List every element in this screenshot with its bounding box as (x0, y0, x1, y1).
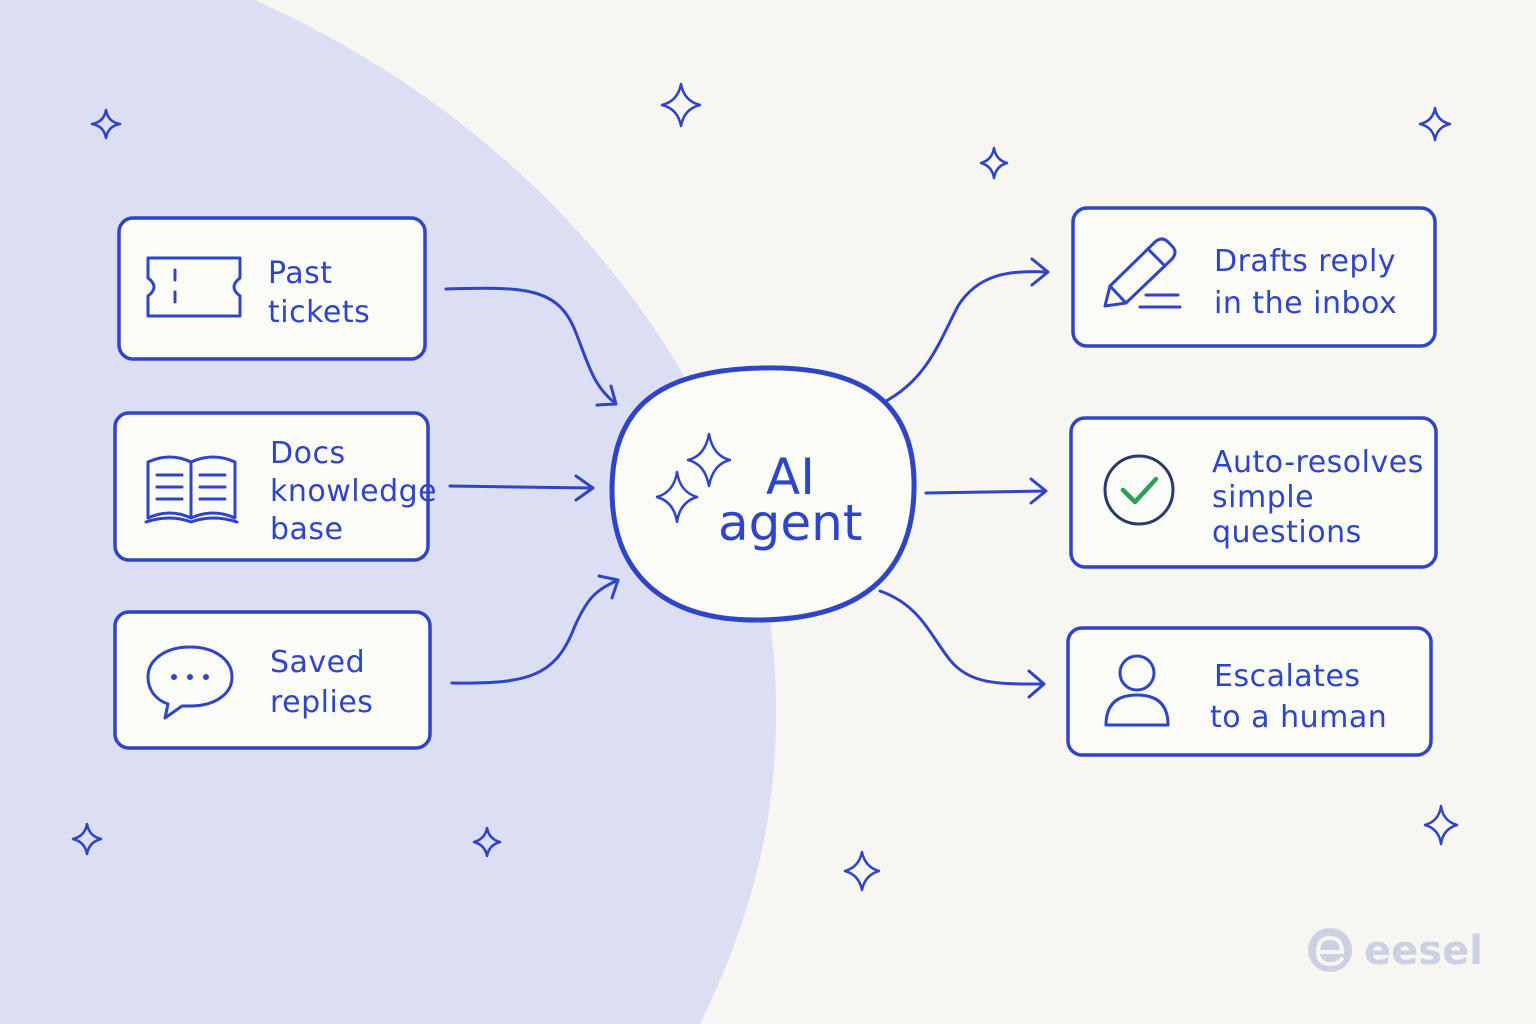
output-label-line: Escalates (1214, 659, 1361, 694)
ticket-icon (146, 256, 242, 318)
input-card (113, 411, 430, 562)
brand-watermark: eesel (1308, 928, 1483, 974)
input-label-line: tickets (268, 295, 370, 330)
eesel-logo-icon (1308, 928, 1352, 972)
arrowhead (574, 474, 595, 502)
arrowhead (1029, 477, 1048, 505)
arrowhead (1030, 257, 1050, 287)
sparkle-icon (472, 826, 502, 858)
book-icon (144, 455, 239, 524)
arrow-saved-replies-to-agent (450, 578, 620, 685)
output-label-line: Drafts reply (1214, 244, 1396, 279)
sparkle-icon (71, 822, 103, 856)
center-ai-agent: AI agent (609, 365, 917, 623)
check-circle-icon (1103, 454, 1175, 526)
center-node (609, 365, 917, 623)
input-card (113, 610, 432, 750)
sparkle-icon (660, 82, 702, 128)
center-label-line: agent (718, 494, 862, 552)
center-label-line: AI (766, 448, 815, 506)
arrow-agent-to-escalates (878, 589, 1045, 686)
input-label-line: replies (270, 685, 373, 720)
input-label-line: Saved (270, 645, 365, 680)
input-label-line: knowledge (270, 474, 437, 509)
arrowhead (1027, 669, 1046, 699)
output-drafts-reply: Drafts reply in the inbox (1071, 206, 1437, 348)
output-label-line: in the inbox (1214, 286, 1397, 321)
arrow-past-tickets-to-agent (444, 286, 617, 405)
sparkle-icon (1418, 106, 1452, 142)
arrowhead (595, 384, 618, 407)
sparkle-icon (979, 146, 1009, 180)
pencil-icon (1103, 237, 1182, 309)
input-label-line: Past (268, 256, 333, 291)
sparkle-icon (90, 108, 122, 140)
output-label-line: to a human (1210, 700, 1387, 735)
sparkle-icon (655, 432, 732, 524)
connector-arrows (444, 257, 1050, 699)
arrowhead (597, 574, 620, 600)
output-escalates: Escalates to a human (1066, 626, 1433, 757)
brand-name: eesel (1364, 928, 1483, 974)
person-icon (1104, 654, 1170, 727)
input-past-tickets: Past tickets (117, 216, 427, 361)
decorative-sparkles (71, 82, 1459, 892)
output-card (1066, 626, 1433, 757)
input-saved-replies: Saved replies (113, 610, 432, 750)
input-card (117, 216, 427, 361)
arrow-docs-to-agent (448, 484, 594, 490)
output-label-line: simple (1212, 480, 1314, 515)
input-label-line: base (270, 512, 344, 547)
output-card (1069, 416, 1438, 569)
input-docs-knowledge-base: Docs knowledge base (113, 411, 437, 562)
arrow-agent-to-drafts (884, 270, 1048, 403)
sparkle-icon (1423, 804, 1459, 846)
chat-bubble-icon (146, 645, 234, 720)
output-label-line: Auto-resolves (1212, 445, 1424, 480)
output-auto-resolves: Auto-resolves simple questions (1069, 416, 1438, 569)
sparkle-icon (843, 850, 881, 892)
output-card (1071, 206, 1437, 348)
input-label-line: Docs (270, 436, 346, 471)
output-label-line: questions (1212, 515, 1362, 550)
arrow-agent-to-auto-resolves (924, 489, 1047, 495)
